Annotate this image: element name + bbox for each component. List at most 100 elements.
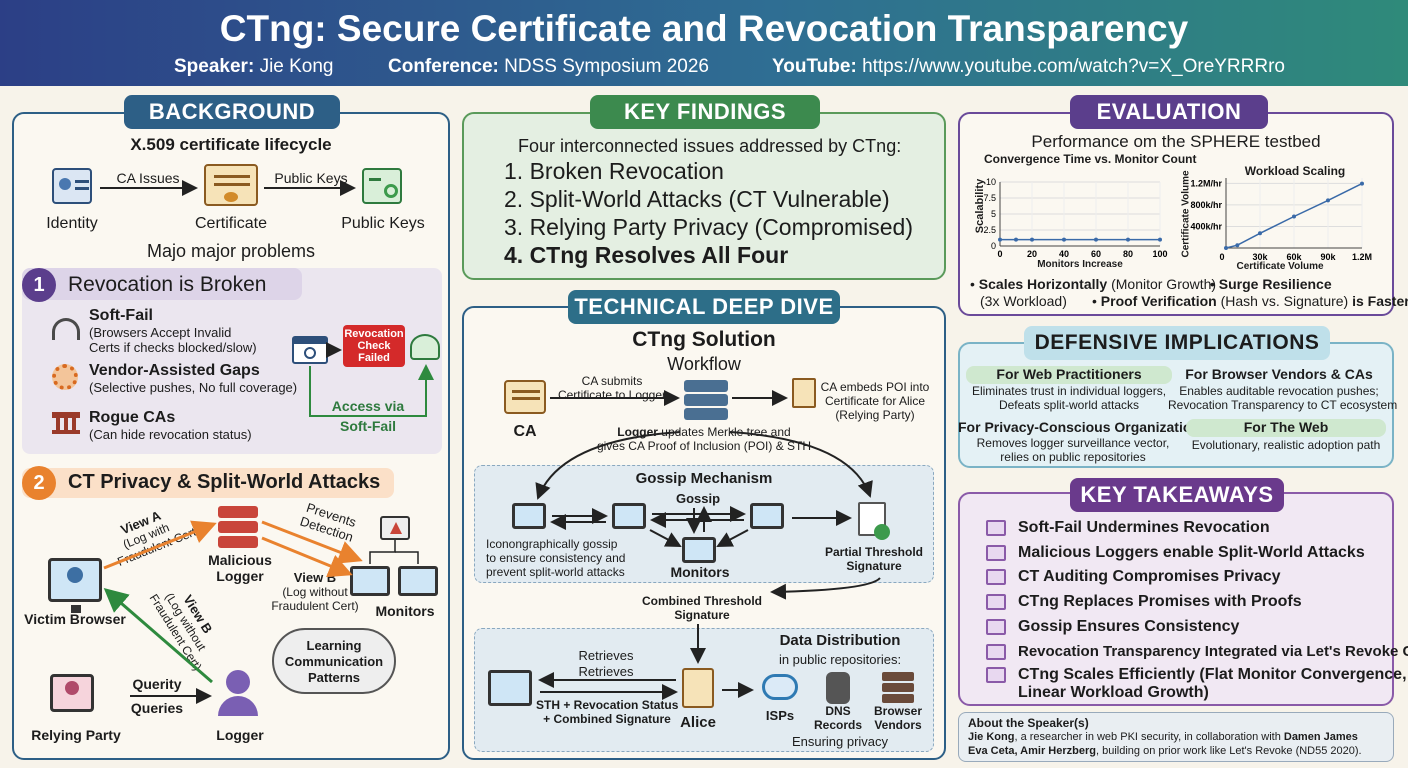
about-line-2: Eva Ceta, Amir Herzberg, building on pri…	[968, 745, 1362, 757]
problem-1-title: Revocation is Broken	[68, 273, 267, 296]
gossip-title: Gossip Mechanism	[635, 470, 773, 487]
vendor-desc: (Selective pushes, No full coverage)	[89, 380, 298, 395]
chart1-point	[1062, 237, 1066, 242]
bank-icon	[52, 412, 80, 434]
takeaway-certificate-icon	[986, 667, 1006, 683]
public-keys-label: Public Keys	[341, 215, 425, 232]
arrow-view-a	[103, 520, 217, 570]
privacy-desc-1: Removes logger surveillance vector,	[976, 436, 1170, 450]
chart1-xtick: 0	[997, 249, 1002, 259]
chart1-ytick: 2.5	[983, 225, 996, 235]
chart1-point	[1094, 237, 1098, 242]
relying-party-label: Relying Party	[31, 727, 121, 743]
chart1-point	[998, 237, 1002, 242]
chart2-point	[1360, 181, 1364, 186]
public-keys-icon	[362, 168, 402, 204]
gossip-monitor-icon-4	[750, 503, 784, 529]
chart2-point	[1235, 243, 1240, 248]
vendor-title: Vendor-Assisted Gaps	[89, 362, 260, 379]
chart2-xlabel: Certificate Volume	[1236, 261, 1324, 272]
takeaway-3: CT Auditing Compromises Privacy	[1018, 568, 1281, 585]
findings-pill: KEY FINDINGS	[590, 95, 820, 129]
takeaways-pill: KEY TAKEAWAYS	[1070, 478, 1284, 512]
ensuring-privacy-label: Ensuring privacy	[791, 734, 889, 749]
conference-info: Conference: NDSS Symposium 2026	[388, 56, 710, 77]
browser-window-icon	[292, 336, 328, 364]
chart1-xtick: 100	[1152, 249, 1167, 259]
querity-label: Querity	[132, 676, 182, 692]
gear-icon	[52, 364, 78, 390]
chart2-point	[1258, 231, 1262, 236]
data-distribution-title: Data Distribution	[779, 632, 901, 649]
bv-title: For Browser Vendors & CAs	[1185, 366, 1373, 382]
server-safe-icon	[410, 334, 440, 360]
about-title: About the Speaker(s)	[968, 716, 1089, 730]
gossip-monitors-label: Monitors	[670, 564, 730, 580]
gossip-monitor-icon-3	[682, 537, 716, 563]
defensive-panel	[958, 342, 1394, 468]
eval-bullet-3: (3x Workload)	[980, 293, 1067, 309]
ca-certificate-icon	[504, 380, 546, 414]
arrow-prevents	[261, 520, 363, 564]
chart2-ytick: 800k/hr	[1190, 200, 1222, 210]
certificate-label: Certificate	[194, 215, 268, 232]
logger-label: Logger	[216, 727, 264, 743]
lifecycle-title: X.509 certificate lifecycle	[130, 135, 332, 154]
takeaway-certificate-icon	[986, 569, 1006, 585]
problem-1-number: 1	[22, 268, 56, 302]
soft-fail-title: Soft-Fail	[89, 307, 153, 324]
gossip-monitor-icon-1	[512, 503, 546, 529]
sth-label: STH + Revocation Status+ Combined Signat…	[536, 698, 679, 726]
chart1-xtick: 20	[1027, 249, 1037, 259]
chart1-xtick: 60	[1091, 249, 1101, 259]
chart1-ytick: 0	[991, 241, 996, 251]
about-line-1: Jie Kong, a researcher in web PKI securi…	[968, 731, 1358, 743]
ca-label: CA	[513, 423, 537, 440]
rogue-desc: (Can hide revocation status)	[89, 427, 252, 442]
evaluation-subtitle: Performance om the SPHERE testbed	[1031, 132, 1321, 151]
chart1-title: Convergence Time vs. Monitor Count	[984, 152, 1197, 166]
privacy-title: For Privacy-Conscious Organizations	[958, 419, 1208, 435]
monitor-icon-1	[350, 566, 390, 596]
takeaway-5: Gossip Ensures Consistency	[1018, 618, 1240, 635]
relying-party-icon	[50, 674, 94, 712]
chart2-xtick: 30k	[1252, 252, 1268, 262]
chart2-xtick: 90k	[1320, 252, 1336, 262]
retrieves-label-2: Retrieves	[578, 664, 634, 679]
the-web-title: For The Web	[1243, 419, 1329, 435]
takeaway-6: Revocation Transparency Integrated via L…	[1018, 643, 1408, 660]
problem-2-header	[22, 468, 394, 498]
malicious-logger-label-1: Malicious	[208, 552, 272, 568]
chart1-xtick: 40	[1059, 249, 1069, 259]
chart1-ytick: 5	[991, 209, 996, 219]
retrieves-label-1: Retrieves	[578, 648, 634, 663]
chart2-point	[1326, 198, 1330, 203]
gauge-icon	[52, 318, 80, 340]
gossip-monitor-icon-2	[612, 503, 646, 529]
soft-fail-desc-1: (Browsers Accept Invalid	[89, 325, 232, 340]
database-icon	[826, 672, 850, 704]
ca-issues-label: CA Issues	[116, 170, 180, 186]
finding-4: 4. CTng Resolves All Four	[504, 242, 789, 268]
chart1-point	[1158, 237, 1162, 242]
data-distribution-sub: in public repositories:	[778, 652, 902, 667]
browser-monitor-icon	[488, 670, 532, 706]
the-web-tag	[1186, 419, 1386, 437]
victim-browser-label: Victim Browser	[24, 611, 126, 627]
workflow-title: Workflow	[667, 354, 741, 374]
header-banner: CTng: Secure Certificate and Revocation …	[0, 0, 1408, 86]
victim-monitor-icon	[48, 558, 102, 613]
takeaway-1: Soft-Fail Undermines Revocation	[1018, 519, 1270, 536]
finding-3: 3. Relying Party Privacy (Compromised)	[504, 214, 914, 240]
privacy-desc-2: relies on public repositories	[1000, 450, 1146, 464]
youtube-info[interactable]: YouTube: https://www.youtube.com/watch?v…	[772, 56, 1285, 77]
problem-1-header	[22, 268, 302, 300]
chart1-ytick: 7.5	[983, 193, 996, 203]
